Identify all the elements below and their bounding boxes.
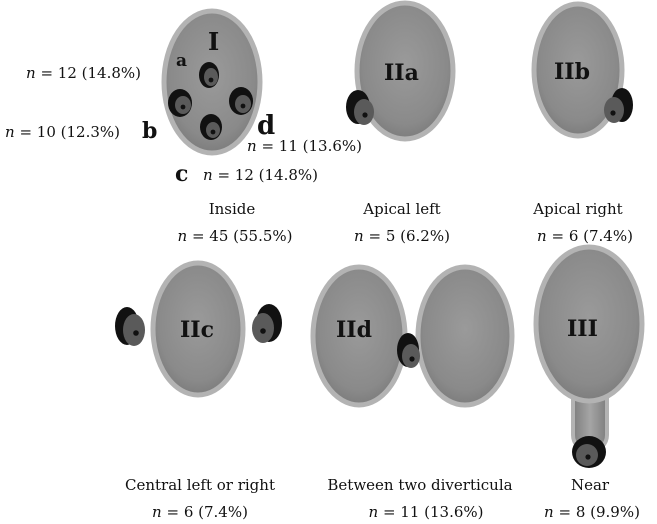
sublocation-d-letter: d bbox=[257, 111, 275, 141]
stone-apical-left bbox=[346, 90, 374, 125]
type-iii-figure: III bbox=[533, 244, 645, 468]
sublocation-a-letter: a bbox=[176, 51, 187, 71]
caption-apical-left: Apical left n = 5 (6.2%) bbox=[354, 200, 450, 245]
diverticulum-iib bbox=[531, 1, 625, 139]
caption-apical-right: Apical right n = 6 (7.4%) bbox=[532, 200, 633, 245]
svg-text:n = 8 (9.9%): n = 8 (9.9%) bbox=[544, 503, 640, 521]
stone-central-left bbox=[115, 307, 145, 346]
svg-text:Near: Near bbox=[571, 476, 610, 494]
stone-apical-right bbox=[604, 88, 633, 123]
sublocation-b-count: n = 10 (12.3%) bbox=[5, 123, 120, 141]
caption-central-left-or-right: Central left or right n = 6 (7.4%) bbox=[125, 476, 275, 521]
svg-text:n = 45 (55.5%): n = 45 (55.5%) bbox=[178, 227, 293, 245]
type-iia-figure: IIa bbox=[346, 0, 456, 142]
svg-text:Inside: Inside bbox=[209, 200, 256, 218]
caption-near: Near n = 8 (9.9%) bbox=[544, 476, 640, 521]
diverticulum-iia bbox=[354, 0, 456, 142]
stone-a bbox=[199, 62, 219, 88]
sublocation-d-count: n = 11 (13.6%) bbox=[247, 137, 362, 155]
svg-text:n = 11 (13.6%): n = 11 (13.6%) bbox=[369, 503, 484, 521]
caption-inside: Inside n = 45 (55.5%) bbox=[178, 200, 293, 245]
svg-text:n = 6 (7.4%): n = 6 (7.4%) bbox=[152, 503, 248, 521]
type-i-label: I bbox=[208, 27, 219, 56]
caption-between-two-diverticula: Between two diverticula n = 11 (13.6%) bbox=[327, 476, 512, 521]
stone-b bbox=[168, 89, 192, 117]
type-iib-figure: IIb bbox=[531, 1, 633, 139]
sublocation-c-letter: c bbox=[175, 161, 188, 187]
type-iid-label: IId bbox=[336, 317, 372, 343]
type-iid-figure: IId bbox=[310, 264, 515, 408]
svg-text:Between two diverticula: Between two diverticula bbox=[327, 476, 512, 494]
diverticulum-iic bbox=[150, 260, 246, 398]
type-i-figure: I a b c d bbox=[142, 8, 275, 187]
sublocation-c-count: n = 12 (14.8%) bbox=[203, 166, 318, 184]
stone-d bbox=[229, 87, 253, 115]
type-iii-label: III bbox=[567, 316, 598, 342]
stone-between-diverticula bbox=[397, 333, 420, 368]
sublocation-b-letter: b bbox=[142, 118, 157, 144]
stone-central-right bbox=[252, 304, 282, 343]
stone-c bbox=[200, 114, 222, 140]
svg-text:n = 5 (6.2%): n = 5 (6.2%) bbox=[354, 227, 450, 245]
svg-text:Apical right: Apical right bbox=[532, 200, 622, 218]
diverticulum-iii bbox=[533, 244, 645, 404]
type-iia-label: IIa bbox=[384, 60, 419, 86]
svg-text:n = 6 (7.4%): n = 6 (7.4%) bbox=[537, 227, 633, 245]
diverticulum-iid-right bbox=[415, 264, 515, 408]
svg-text:Apical left: Apical left bbox=[362, 200, 440, 218]
type-iic-label: IIc bbox=[180, 317, 214, 343]
stone-near bbox=[572, 436, 606, 468]
type-iic-figure: IIc bbox=[115, 260, 282, 398]
sublocation-a-count: n = 12 (14.8%) bbox=[26, 64, 141, 82]
type-iib-label: IIb bbox=[554, 59, 590, 85]
svg-text:Central left or right: Central left or right bbox=[125, 476, 275, 494]
